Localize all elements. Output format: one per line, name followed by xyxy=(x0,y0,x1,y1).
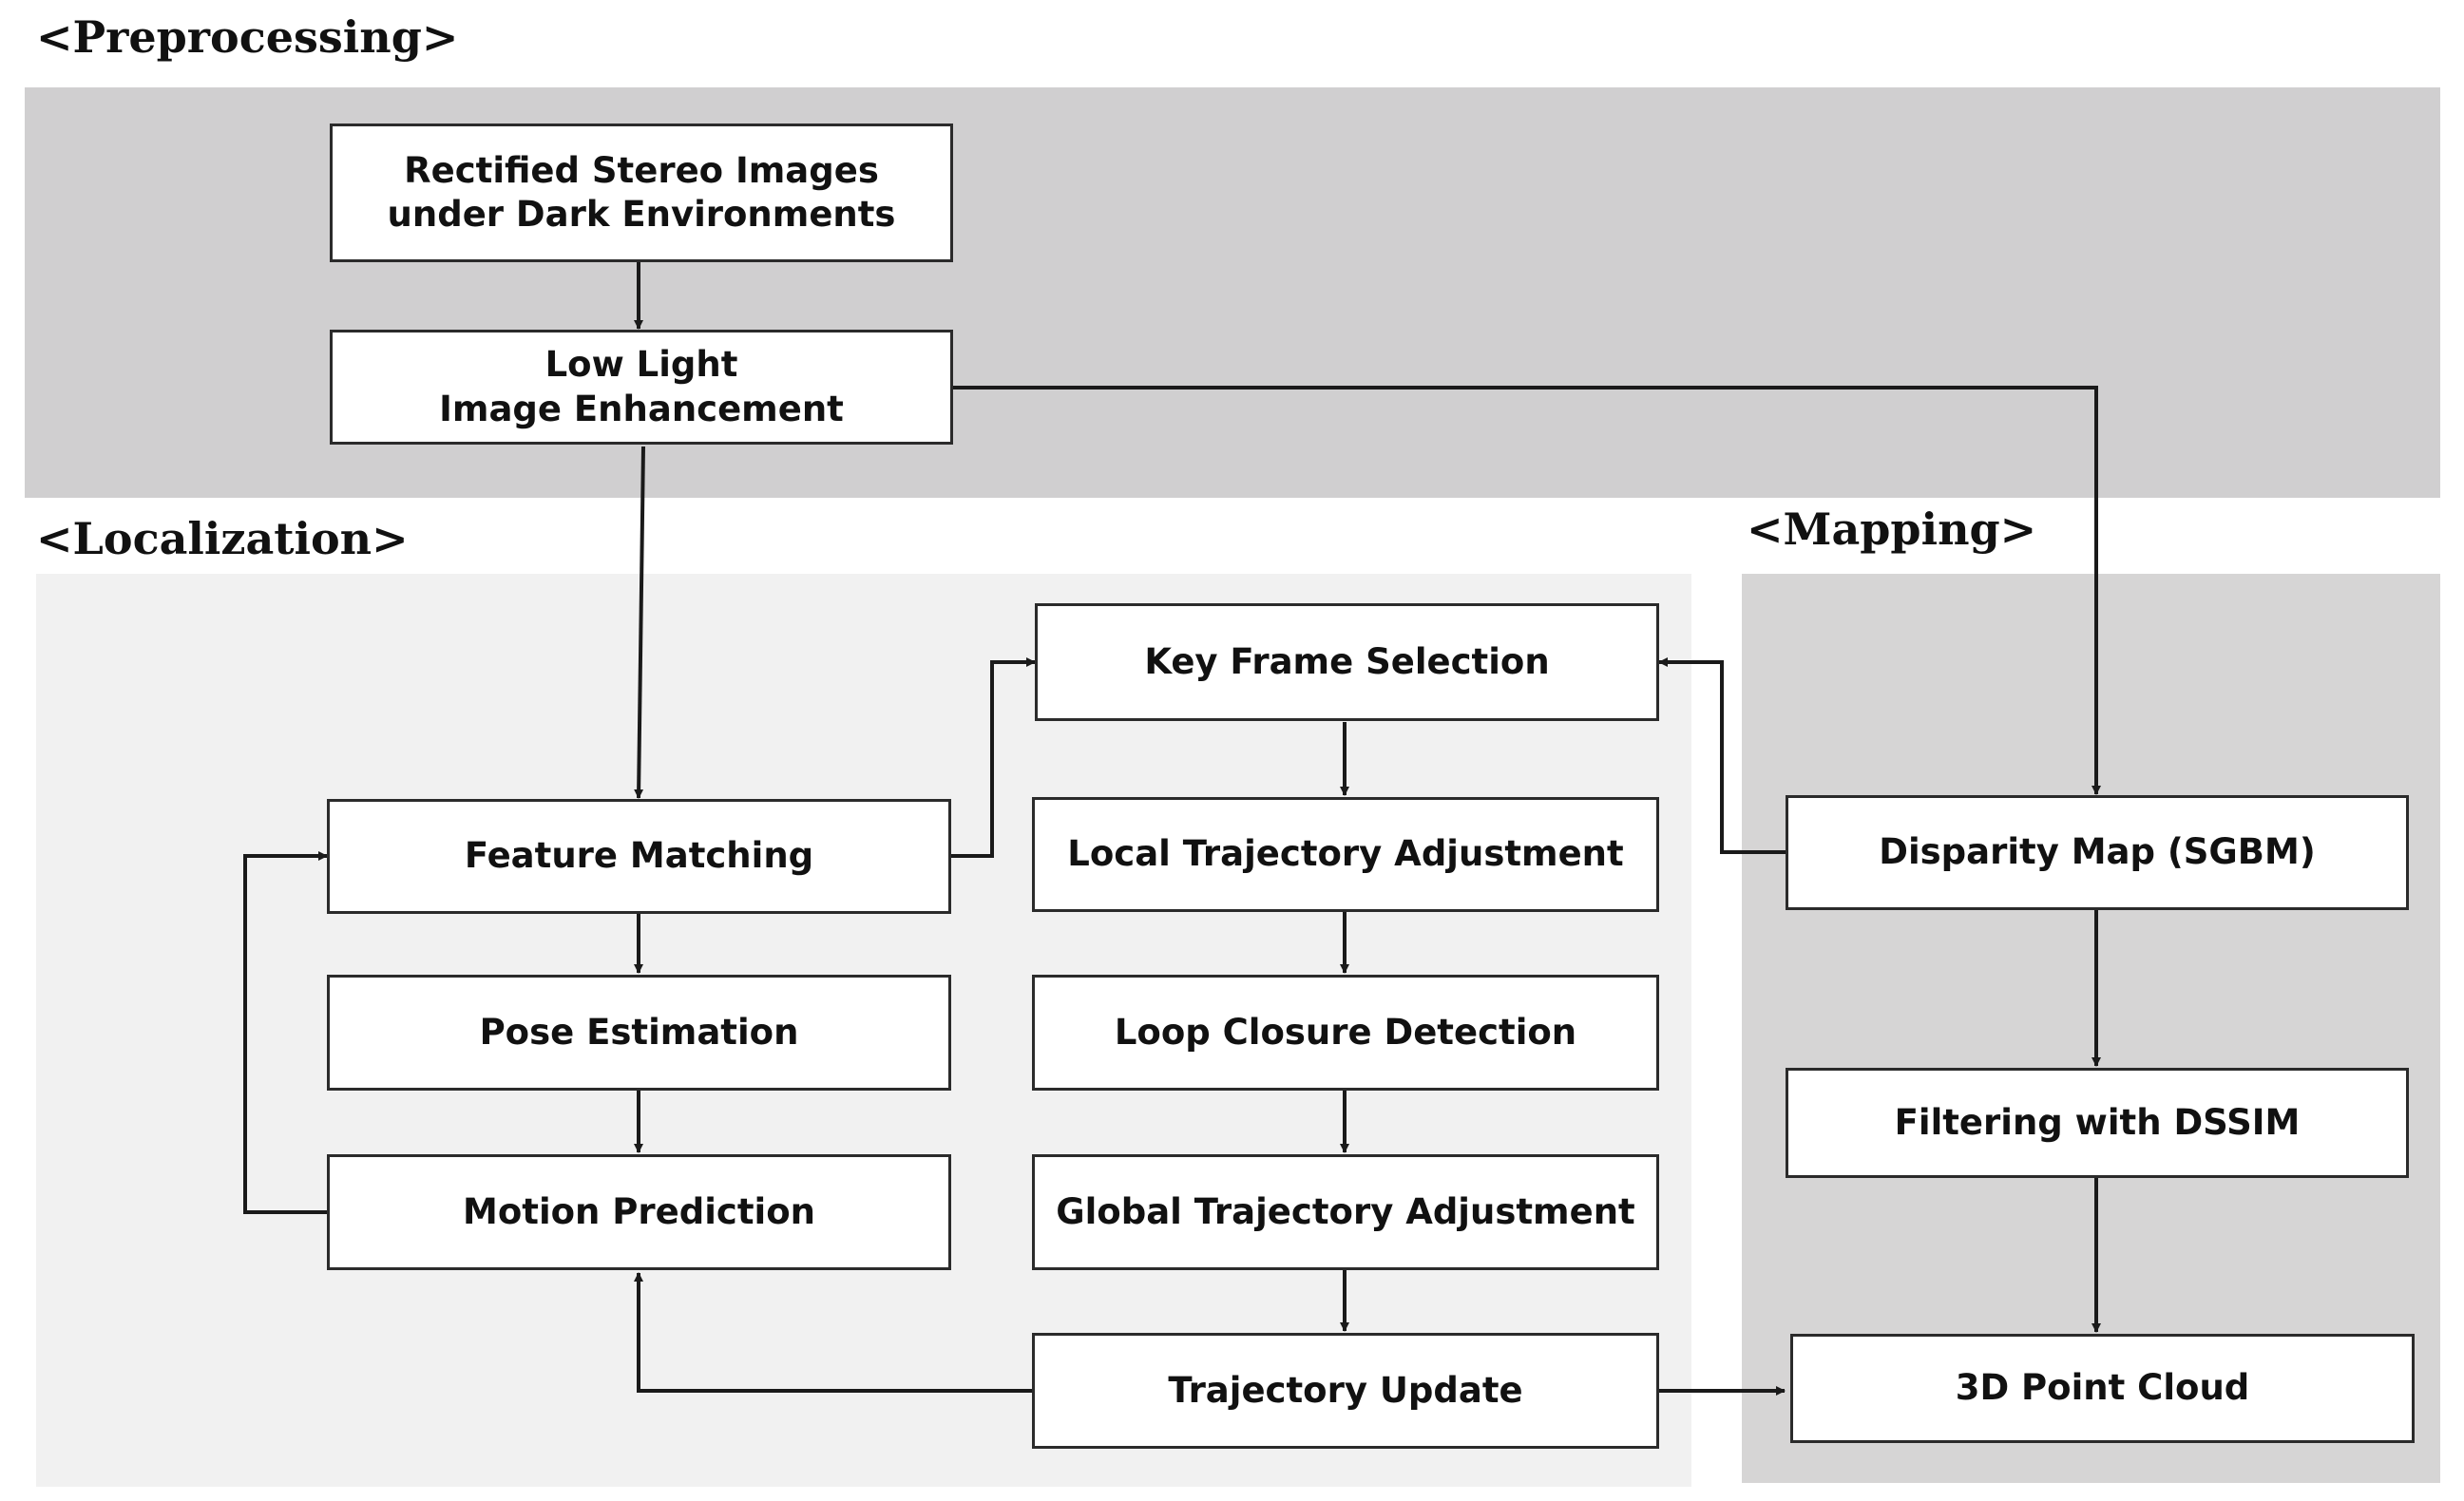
preprocessing-title: <Preprocessing> xyxy=(36,11,459,63)
node-disparity-map: Disparity Map (SGBM) xyxy=(1786,795,2409,910)
node-local-trajectory-adjustment: Local Trajectory Adjustment xyxy=(1032,797,1659,912)
node-filtering-with-dssim: Filtering with DSSIM xyxy=(1786,1068,2409,1178)
node-3d-point-cloud: 3D Point Cloud xyxy=(1790,1334,2415,1443)
mapping-title: <Mapping> xyxy=(1747,504,2037,555)
edge-feature-matching-to-key-frame xyxy=(951,657,1036,858)
node-feature-matching: Feature Matching xyxy=(327,799,951,914)
node-motion-prediction: Motion Prediction xyxy=(327,1154,951,1270)
node-loop-closure-detection: Loop Closure Detection xyxy=(1032,975,1659,1091)
edge-disparity-to-key-frame xyxy=(1658,657,1786,854)
node-rectified-stereo-images: Rectified Stereo Images under Dark Envir… xyxy=(330,124,953,262)
node-pose-estimation: Pose Estimation xyxy=(327,975,951,1091)
edge-motion-prediction-to-feature-matching xyxy=(243,851,329,1214)
edge-low-light-to-disparity xyxy=(951,386,2101,795)
localization-title: <Localization> xyxy=(36,513,409,564)
edge-traj-update-to-motion-prediction xyxy=(634,1272,1034,1393)
node-global-trajectory-adjustment: Global Trajectory Adjustment xyxy=(1032,1154,1659,1270)
node-low-light-image-enhancement: Low Light Image Enhancement xyxy=(330,330,953,445)
mapping-region xyxy=(1742,574,2440,1483)
edge-low-light-to-feature-matching xyxy=(634,446,645,799)
node-trajectory-update: Trajectory Update xyxy=(1032,1333,1659,1449)
node-key-frame-selection: Key Frame Selection xyxy=(1035,603,1659,721)
